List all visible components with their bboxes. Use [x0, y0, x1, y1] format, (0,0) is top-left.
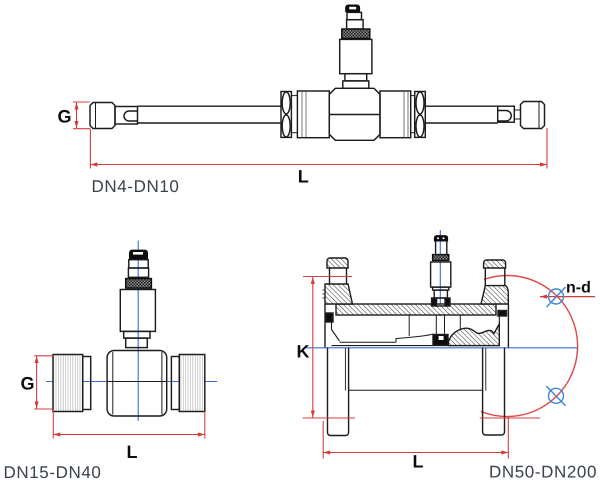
- svg-text:L: L: [298, 167, 309, 187]
- svg-text:DN50-DN200: DN50-DN200: [489, 463, 597, 481]
- svg-text:G: G: [20, 374, 34, 394]
- svg-text:n-d: n-d: [566, 280, 591, 297]
- svg-text:L: L: [127, 442, 138, 462]
- svg-text:K: K: [297, 342, 310, 362]
- svg-text:L: L: [413, 452, 424, 472]
- svg-text:DN15-DN40: DN15-DN40: [4, 463, 102, 481]
- svg-text:DN4-DN10: DN4-DN10: [92, 177, 180, 196]
- svg-text:G: G: [57, 107, 71, 127]
